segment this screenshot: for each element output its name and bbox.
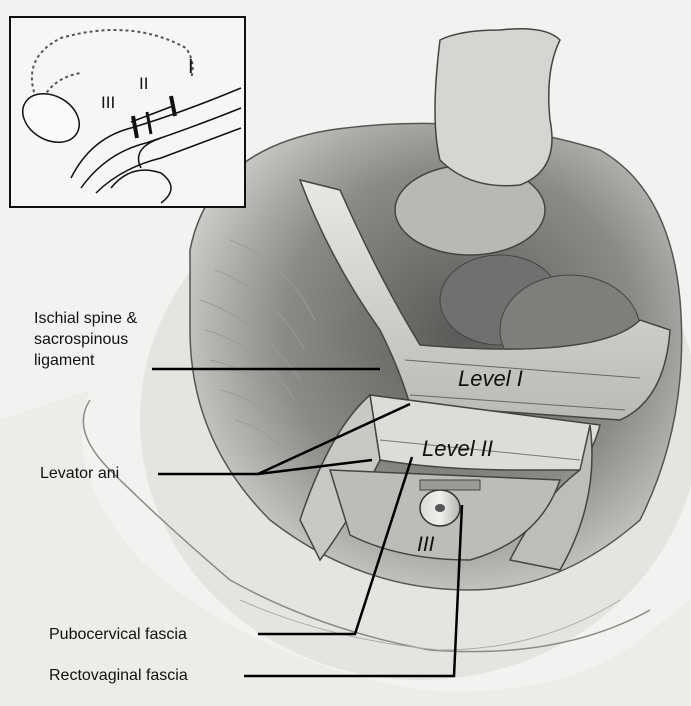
level-3-label: III bbox=[417, 533, 435, 557]
inset-roman-1: I bbox=[188, 56, 194, 79]
level-2-label: Level II bbox=[422, 436, 493, 462]
ischial-label-line-3: ligament bbox=[34, 350, 137, 371]
inset-sagittal-diagram: I II III bbox=[9, 16, 246, 208]
inset-roman-3: III bbox=[101, 93, 115, 113]
rectum-tube bbox=[435, 29, 560, 186]
inset-roman-2: II bbox=[139, 74, 148, 94]
ischial-label-line-1: Ischial spine & bbox=[34, 308, 137, 329]
ischial-label-line-2: sacrospinous bbox=[34, 329, 137, 350]
inset-drawing bbox=[11, 18, 244, 206]
pubocervical-fascia-label: Pubocervical fascia bbox=[49, 624, 187, 645]
levator-ani-label: Levator ani bbox=[40, 463, 119, 484]
level-1-label: Level I bbox=[458, 366, 523, 392]
ischial-spine-label: Ischial spine & sacrospinous ligament bbox=[34, 308, 137, 371]
rectovaginal-fascia-label: Rectovaginal fascia bbox=[49, 665, 188, 686]
